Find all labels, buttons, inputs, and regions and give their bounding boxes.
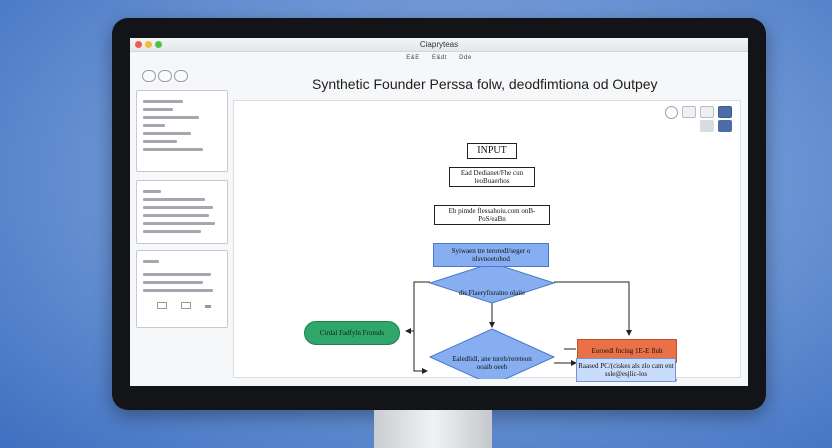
decision-2-label: Ealedlidl, ane tureh/rereteon ooaib oeeh	[452, 355, 532, 371]
node-step3[interactable]: Syiwaen tre teroredl/seger o nlsvnoetoho…	[433, 243, 549, 267]
sidebar-panel-3	[136, 250, 228, 328]
title-bar: Ciapryteas	[130, 38, 748, 52]
window-controls	[135, 41, 162, 48]
node-terminal-left[interactable]: Cirdal Fadfyln Fromds	[304, 321, 400, 345]
minimize-button[interactable]	[145, 41, 152, 48]
document-title: Synthetic Founder Perssa folw, deodfimti…	[312, 76, 658, 92]
diagram-canvas[interactable]: INPUT Ead Dedianet/Fhe cun leoBuaerhos E…	[233, 100, 741, 381]
toolbar-item-3[interactable]: Dde	[459, 55, 472, 61]
connector	[554, 281, 632, 336]
help-icon[interactable]	[665, 106, 678, 119]
view-toggle-2[interactable]	[158, 70, 172, 82]
sidebar-panel-1	[136, 90, 228, 172]
view-toggle-3[interactable]	[174, 70, 188, 82]
monitor-bezel: Ciapryteas E&E E&dt Dde Synthetic Founde…	[112, 18, 766, 410]
app-window: Ciapryteas E&E E&dt Dde Synthetic Founde…	[130, 38, 748, 386]
node-output-lightblue[interactable]: Raased PC/(ciskes als zlo cam ent ssle@e…	[576, 358, 676, 382]
canvas-tools	[665, 106, 732, 119]
window-title: Ciapryteas	[419, 40, 459, 49]
zoom-button[interactable]	[155, 41, 162, 48]
zoom-out-icon[interactable]	[682, 106, 696, 118]
pointer-tool-icon[interactable]	[718, 120, 732, 132]
decision-1-label: dis Flaeryfisraino olaiie	[458, 289, 526, 297]
image-icon[interactable]	[181, 302, 191, 309]
decision-diamond-2[interactable]	[428, 328, 556, 379]
view-toggle-group	[142, 70, 188, 82]
select-tool-icon[interactable]	[718, 106, 732, 118]
node-step1[interactable]: Ead Dedianet/Fhe cun leoBuaerhos	[449, 167, 535, 187]
toolbar: E&E E&dt Dde	[130, 55, 748, 61]
node-step2[interactable]: Eb pimde flessahoiu.com onB-PoS/eaBn	[434, 205, 550, 225]
connector	[413, 281, 430, 374]
toolbar-item-1[interactable]: E&E	[406, 55, 420, 61]
monitor-stand	[374, 410, 492, 448]
toolbar-item-2[interactable]: E&dt	[431, 55, 447, 61]
more-icon[interactable]	[205, 305, 211, 308]
decision-diamond-1[interactable]	[428, 262, 556, 304]
close-button[interactable]	[135, 41, 142, 48]
connector-layer	[405, 143, 637, 379]
node-input[interactable]: INPUT	[467, 143, 517, 159]
layer-icon[interactable]	[700, 120, 714, 132]
sidebar-panel-2	[136, 180, 228, 244]
view-toggle-1[interactable]	[142, 70, 156, 82]
image-icon[interactable]	[157, 302, 167, 309]
zoom-in-icon[interactable]	[700, 106, 714, 118]
